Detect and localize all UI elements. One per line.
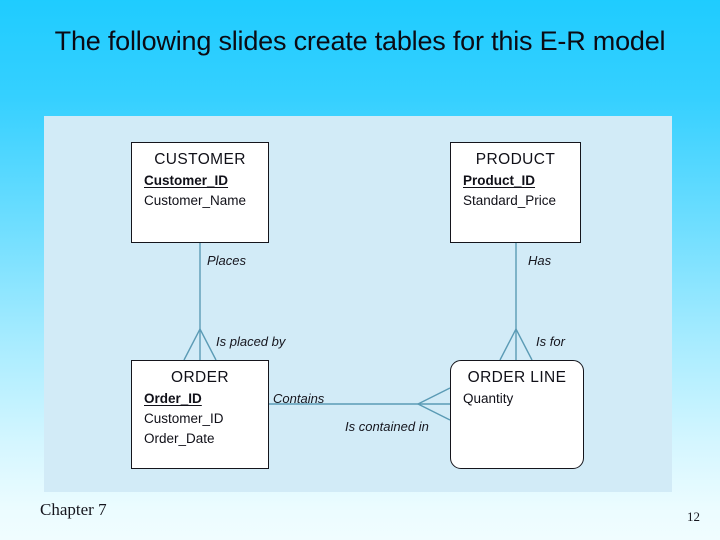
entity-name: ORDER — [171, 369, 229, 386]
relationship-label-has: Has — [528, 253, 552, 268]
attribute-list: Quantity — [463, 389, 583, 409]
entity-order[interactable]: ORDER Order_ID Customer_ID Order_Date — [131, 360, 269, 469]
relationship-label-contains: Contains — [273, 391, 325, 406]
attribute-primary-key: Product_ID — [463, 173, 536, 188]
attribute: Quantity — [463, 391, 514, 406]
er-connector-lines — [183, 243, 533, 421]
relationship-label-places: Places — [207, 253, 247, 268]
er-diagram-panel: CUSTOMER Customer_ID Customer_Name PRODU… — [44, 116, 672, 492]
page-title: The following slides create tables for t… — [54, 26, 666, 56]
entity-name: CUSTOMER — [154, 151, 246, 168]
attribute-primary-key: Customer_ID — [144, 173, 229, 188]
relationship-label-is-for: Is for — [536, 334, 565, 349]
attribute-list: Order_ID Customer_ID Order_Date — [144, 389, 268, 449]
attribute: Customer_Name — [144, 193, 247, 208]
entity-name: PRODUCT — [475, 151, 556, 168]
attribute-list: Customer_ID Customer_Name — [144, 171, 268, 211]
relationship-label-is-contained-in: Is contained in — [345, 419, 429, 434]
footer-page-number: 12 — [687, 509, 700, 524]
attribute: Order_Date — [144, 431, 215, 446]
attribute-list: Product_ID Standard_Price — [463, 171, 580, 211]
attribute: Standard_Price — [463, 193, 557, 208]
entity-product[interactable]: PRODUCT Product_ID Standard_Price — [450, 142, 581, 243]
relationship-label-is-placed-by: Is placed by — [216, 334, 286, 349]
attribute: Customer_ID — [144, 411, 224, 426]
entity-customer[interactable]: CUSTOMER Customer_ID Customer_Name — [131, 142, 269, 243]
entity-name: ORDER LINE — [467, 369, 567, 386]
footer-chapter-label: Chapter 7 — [40, 500, 107, 519]
entity-order-line[interactable]: ORDER LINE Quantity — [450, 360, 584, 469]
attribute-primary-key: Order_ID — [144, 391, 202, 406]
